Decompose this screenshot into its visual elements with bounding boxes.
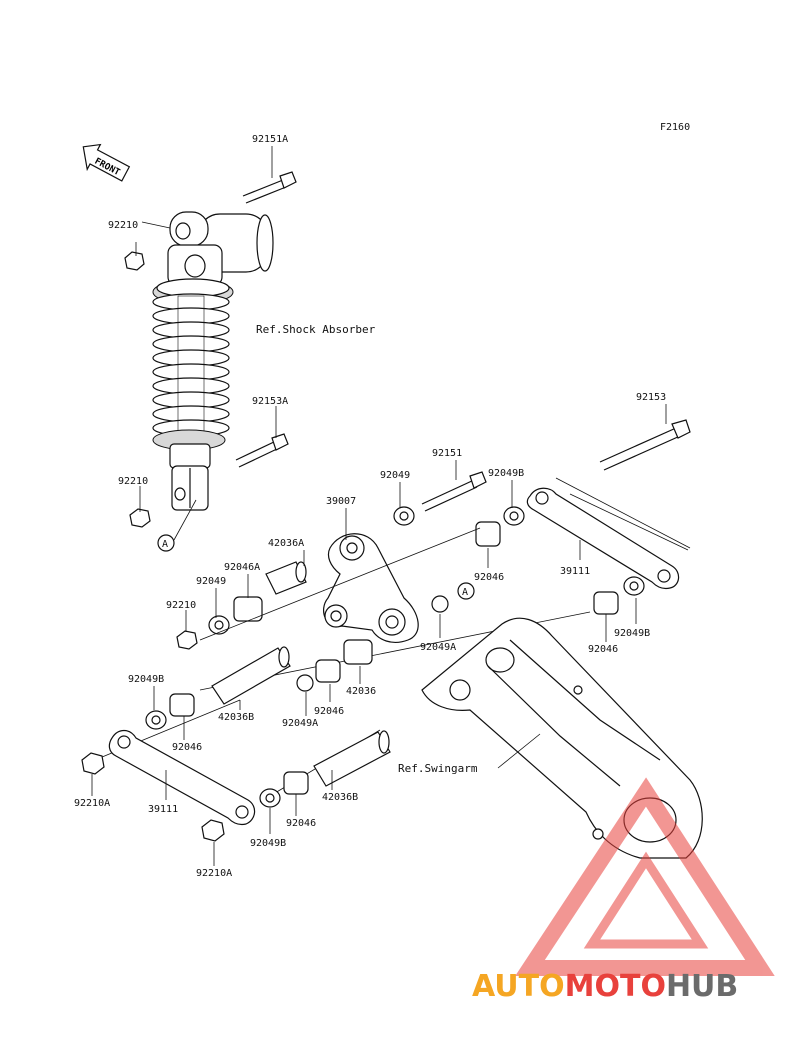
watermark-logo-icon (515, 777, 775, 976)
nut-92210a-left (81, 752, 105, 775)
label-92151a: 92151A (252, 134, 288, 145)
collar-42036b-left (211, 646, 291, 705)
label-92049-left: 92049 (196, 576, 226, 587)
watermark-part-2: MOTO (565, 969, 666, 1004)
label-92046-bottom: 92046 (286, 818, 316, 829)
label-39111-left: 39111 (148, 804, 178, 815)
label-92049b-right: 92049B (614, 628, 650, 639)
label-92049b-top: 92049B (488, 468, 524, 479)
shock-absorber (152, 211, 274, 511)
nut-92210-top (124, 251, 145, 271)
bearing-92046-swing (593, 591, 619, 615)
label-92046a: 92046A (224, 562, 260, 573)
label-92153a: 92153A (252, 396, 288, 407)
collar-42036b-bottom (313, 730, 391, 787)
bearing-92046a (233, 596, 263, 622)
callout-a-rocker (457, 582, 475, 600)
label-92046-center: 92046 (314, 706, 344, 717)
bolt-92153 (599, 419, 691, 471)
label-39111-right: 39111 (560, 566, 590, 577)
label-92049a-center: 92049A (282, 718, 318, 729)
watermark-text: AUTOMOTOHUB (472, 969, 738, 1004)
label-92210a-bottom: 92210A (196, 868, 232, 879)
rocker-arm-39007 (323, 533, 419, 643)
bolt-92153a (235, 433, 289, 468)
label-92049-top: 92049 (380, 470, 410, 481)
watermark-part-3: HUB (666, 969, 738, 1004)
bearing-92046-center (315, 659, 341, 683)
washer-92049a-right (431, 595, 449, 613)
label-42036a: 42036A (268, 538, 304, 549)
collar-42036 (343, 639, 373, 665)
nut-92210-mid (129, 508, 151, 528)
label-92210a-left: 92210A (74, 798, 110, 809)
label-92046-left: 92046 (172, 742, 202, 753)
washer-92049a-center (296, 674, 314, 692)
label-42036b-left: 42036B (218, 712, 254, 723)
nut-92210a-bottom (201, 819, 225, 842)
label-92046-right: 92046 (474, 572, 504, 583)
watermark-part-1: AUTO (472, 969, 565, 1004)
label-92046-swing: 92046 (588, 644, 618, 655)
bearing-92046-left (169, 693, 195, 717)
nut-92210-left (176, 630, 198, 650)
front-arrow-icon: FRONT (82, 143, 131, 182)
label-92210-top: 92210 (108, 220, 138, 231)
ref-swingarm: Ref.Swingarm (398, 762, 478, 775)
label-92049b-bottom: 92049B (250, 838, 286, 849)
bolt-92151 (421, 471, 487, 512)
bearing-92046-bottom (283, 771, 309, 795)
tie-rod-39111-right (526, 487, 680, 590)
label-92151: 92151 (432, 448, 462, 459)
label-39007: 39007 (326, 496, 356, 507)
label-92049a-right: 92049A (420, 642, 456, 653)
tie-rod-39111-left (108, 729, 256, 826)
figure-code: F2160 (660, 122, 690, 133)
label-92049b-left: 92049B (128, 674, 164, 685)
callout-a-shock-label: A (162, 539, 168, 550)
callout-a-rocker-label: A (462, 587, 468, 598)
label-92153: 92153 (636, 392, 666, 403)
label-42036: 42036 (346, 686, 376, 697)
collar-42036a (265, 561, 307, 595)
bolt-92151a (242, 171, 297, 204)
label-92210-left: 92210 (166, 600, 196, 611)
label-42036b-bottom: 42036B (322, 792, 358, 803)
bearing-92046-right (475, 521, 501, 547)
callout-a-shock (157, 534, 175, 552)
ref-shock-absorber: Ref.Shock Absorber (256, 323, 376, 336)
label-92210-mid: 92210 (118, 476, 148, 487)
